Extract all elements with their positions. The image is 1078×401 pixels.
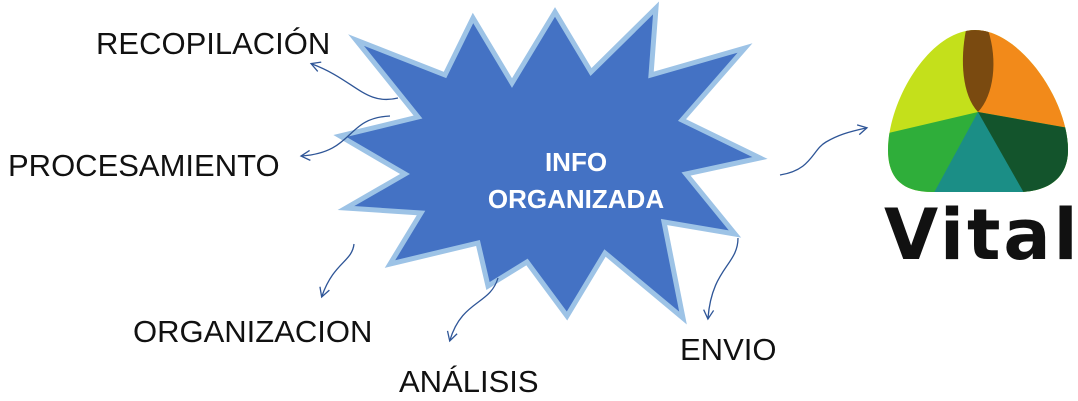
arrow-to-envio xyxy=(703,237,739,321)
center-label: INFO ORGANIZADA xyxy=(466,144,686,218)
center-label-line1: INFO xyxy=(544,147,608,177)
vital-logo-emblem xyxy=(888,30,1068,192)
star-burst xyxy=(333,1,768,325)
label-analisis: ANÁLISIS xyxy=(399,364,539,399)
label-envio: ENVIO xyxy=(680,332,777,367)
arrow-to-recopilacion xyxy=(309,61,399,101)
vital-logo-wordmark: Vital xyxy=(884,194,1078,276)
arrow-to-organizacion xyxy=(319,243,355,299)
label-recopilacion: RECOPILACIÓN xyxy=(96,26,331,61)
center-label-line2: ORGANIZADA xyxy=(487,184,665,214)
arrow-to-analisis xyxy=(446,277,499,343)
label-organizacion: ORGANIZACION xyxy=(133,314,373,349)
arrow-to-procesamiento xyxy=(299,115,391,161)
arrow-to-logo xyxy=(779,124,869,176)
label-procesamiento: PROCESAMIENTO xyxy=(8,148,280,183)
